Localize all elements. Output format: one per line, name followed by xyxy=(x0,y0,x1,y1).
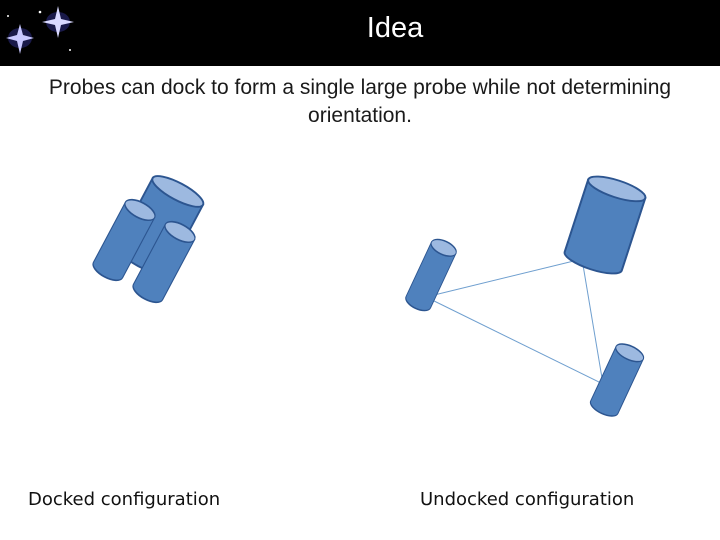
undocked-probe-small-right xyxy=(587,339,647,421)
docked-caption: Docked configuration xyxy=(28,489,221,510)
slide-title: Idea xyxy=(366,12,424,44)
star-sparkle-icon xyxy=(0,0,80,66)
undocked-probe-small-left xyxy=(402,235,460,315)
undocked-caption: Undocked configuration xyxy=(420,489,635,510)
link-line xyxy=(581,258,604,385)
slide-header: Idea xyxy=(0,0,720,66)
slide-subtitle: Probes can dock to form a single large p… xyxy=(48,76,672,127)
link-line xyxy=(425,258,583,298)
link-line xyxy=(425,296,604,385)
undocked-probe-large xyxy=(561,170,649,280)
probe-link-lines xyxy=(425,258,604,385)
